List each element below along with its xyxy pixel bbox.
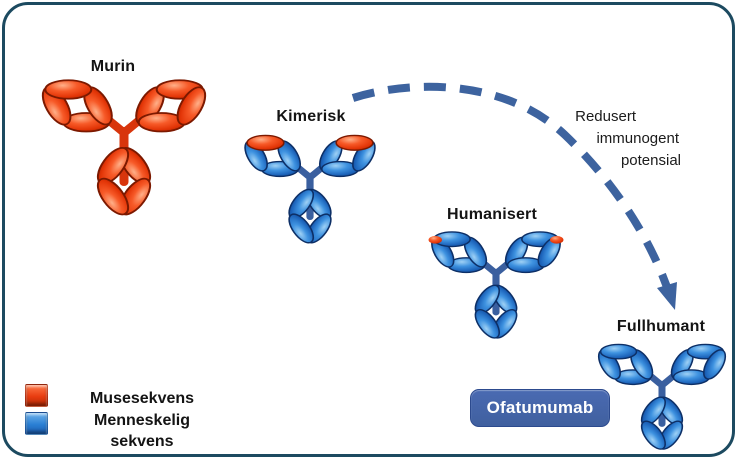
antibody-fullhumant (597, 343, 727, 450)
stage-label-murin: Murin (90, 58, 136, 75)
arrow-annotation-line3: potensial (620, 152, 681, 169)
ofatumumab-badge: Ofatumumab (470, 389, 610, 427)
stage-label-humanisert: Humanisert (446, 206, 538, 223)
arrow-annotation: Redusert immunogent potensial (575, 106, 681, 172)
stage-label-kimerisk: Kimerisk (276, 108, 346, 125)
immunogenicity-arrow (351, 82, 674, 298)
stage-label-fullhumant: Fullhumant (616, 318, 706, 335)
antibody-humanisert (428, 231, 564, 339)
arrow-annotation-line2: immunogent (596, 130, 679, 147)
arrow-head-icon (657, 282, 677, 310)
arrow-annotation-line1: Redusert (575, 108, 636, 125)
legend-label-mouse: Musesekvens (89, 390, 195, 407)
legend-swatch-human-icon (25, 412, 48, 435)
legend-label-human: Menneskelig sekvens (93, 412, 191, 450)
antibody-kimerisk (244, 134, 376, 244)
antibody-murin (41, 79, 207, 216)
legend-swatch-mouse-icon (25, 384, 48, 407)
